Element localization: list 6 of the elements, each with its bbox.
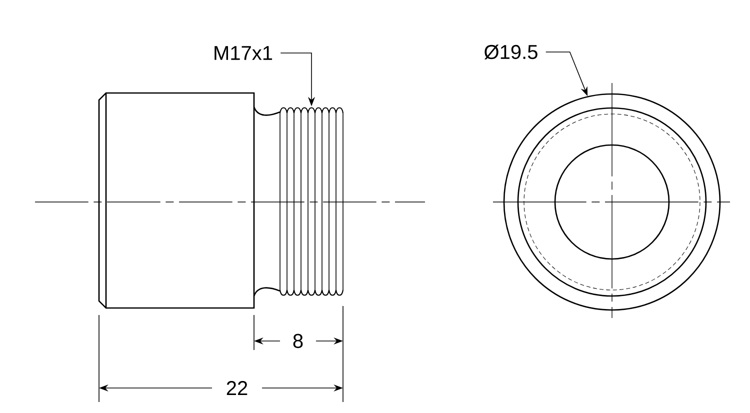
dimension-text: 8 <box>291 332 305 350</box>
callout-text: M17x1 <box>214 46 272 60</box>
thread-drawing <box>253 106 344 296</box>
dimension-text: 22 <box>224 380 250 396</box>
outer-circle <box>503 93 721 311</box>
callout-text: Ø19.5 <box>484 44 538 60</box>
